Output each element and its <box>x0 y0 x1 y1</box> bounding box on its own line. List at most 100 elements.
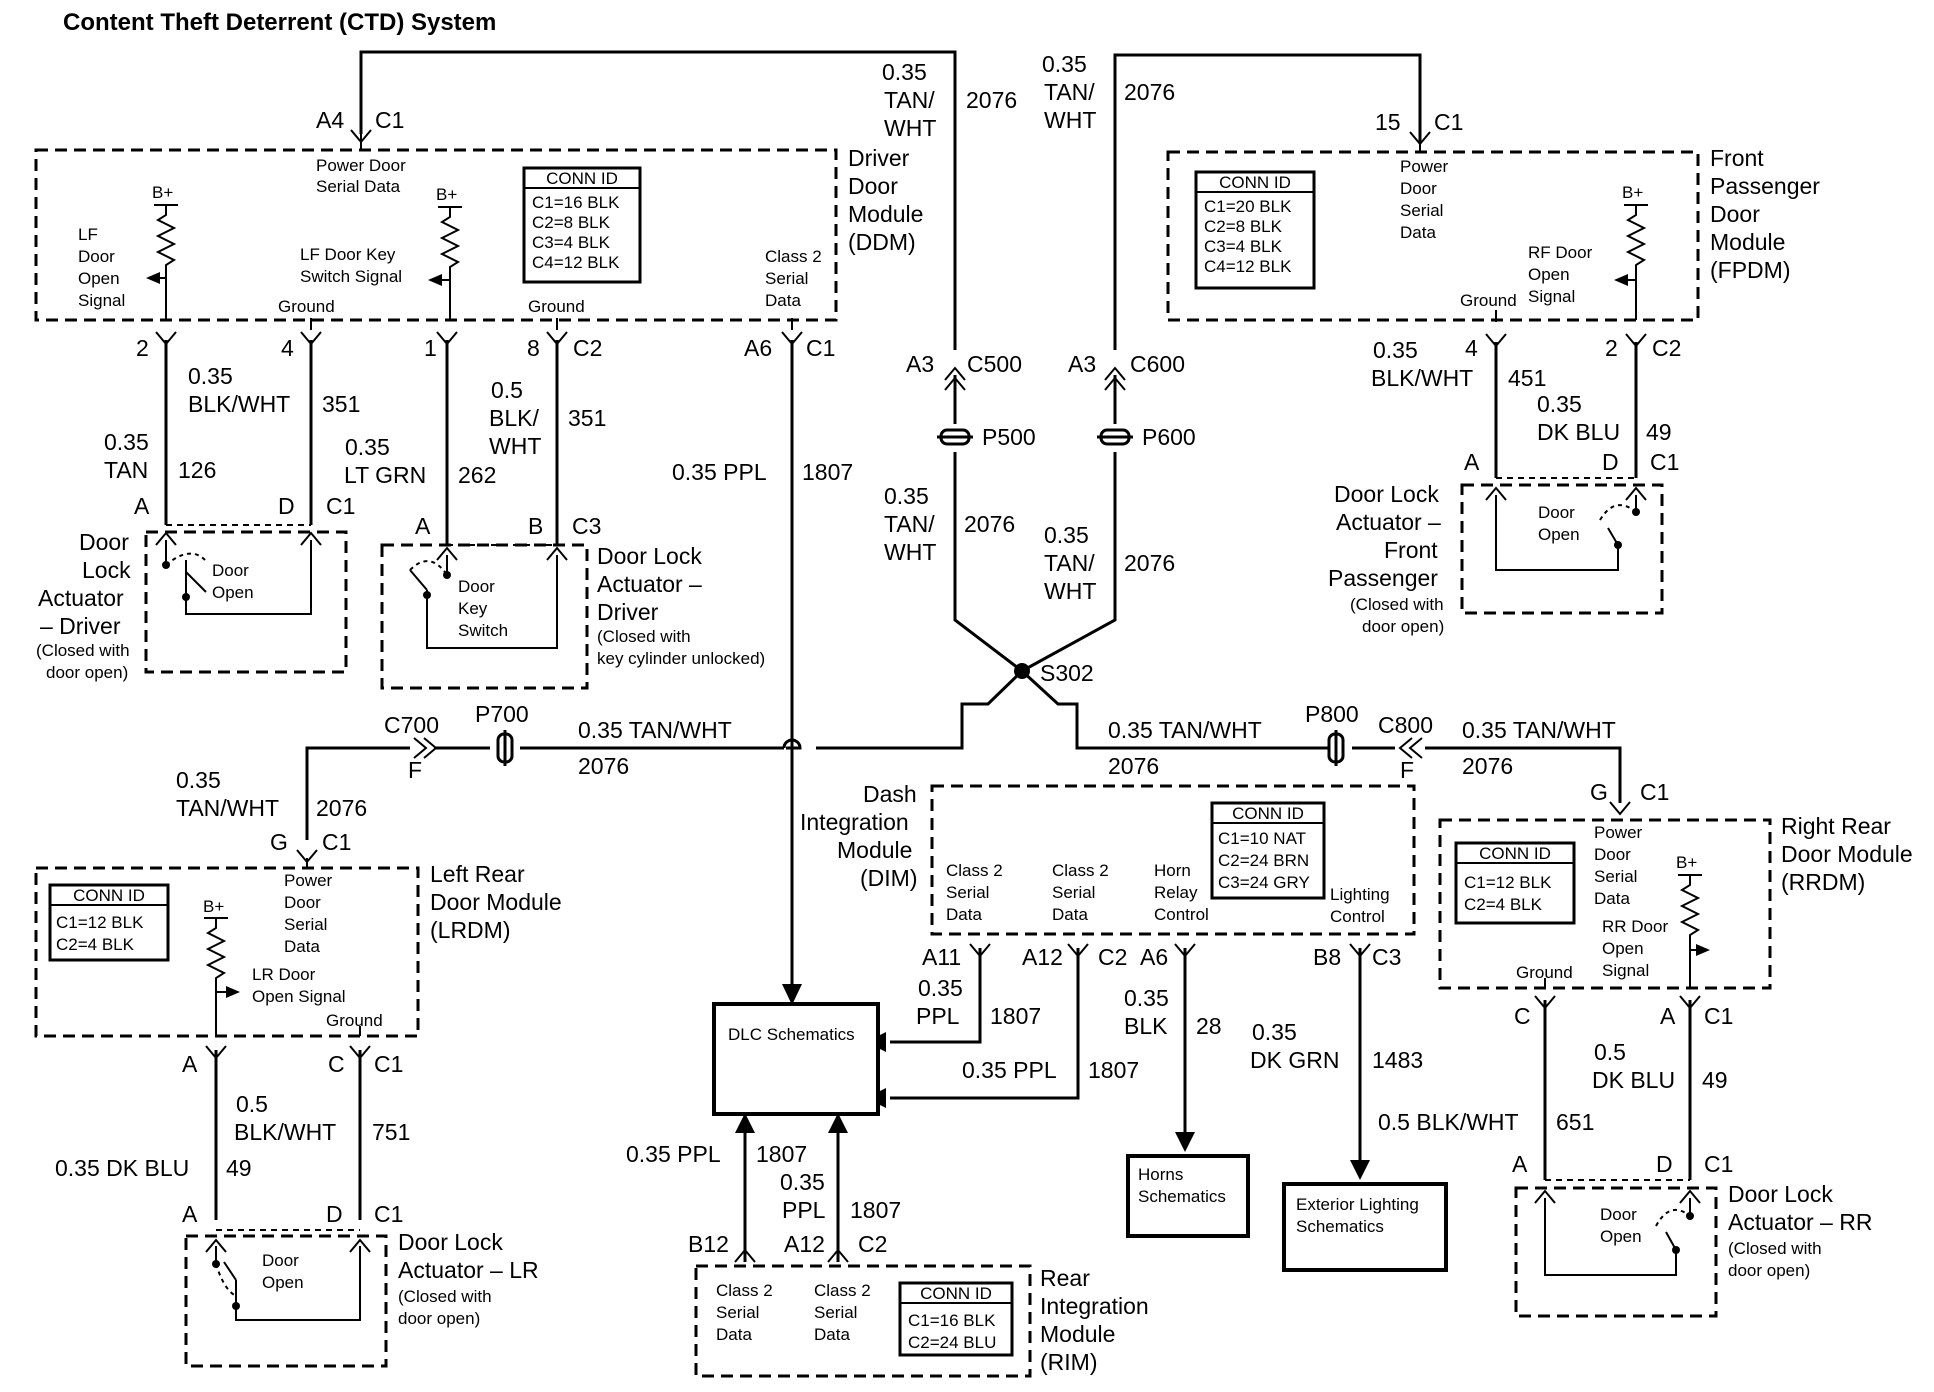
n126: 126 <box>178 457 216 483</box>
w126-1: 0.35 <box>104 429 149 455</box>
rrdm-psd-1: Power <box>1594 823 1643 842</box>
w2076-mid-r-1: 0.35 <box>1044 522 1089 548</box>
act-driver-name-1: Door <box>79 529 129 555</box>
act-driver-note-2: door open) <box>46 663 128 682</box>
n1483: 1483 <box>1372 1047 1423 1073</box>
rrdm-name-2: Door Module <box>1781 841 1913 867</box>
act-fp-contact-1 <box>1614 541 1622 549</box>
arrow-1483 <box>1350 1160 1370 1180</box>
ddm-class2-1: Class 2 <box>765 247 822 266</box>
pin-rrdm-a: A <box>1660 1003 1676 1029</box>
pin-a6: A6 <box>744 335 772 361</box>
splice-s302 <box>1014 663 1030 679</box>
lrdm-name-2: Door Module <box>430 889 562 915</box>
act-key-box <box>380 543 589 690</box>
lrdm-conn-id-2: C2=4 BLK <box>56 935 135 954</box>
act-key-arc <box>409 560 448 576</box>
module-rrdm: Right Rear Door Module (RRDM) CONN ID C1… <box>1378 813 1913 1135</box>
ddm-conn-id-4: C4=12 BLK <box>532 253 620 272</box>
dim-light-1: Lighting <box>1330 885 1390 904</box>
w126-2: TAN <box>104 457 148 483</box>
module-lrdm: Left Rear Door Module (LRDM) CONN ID C1=… <box>34 858 562 1181</box>
w351b-1: 0.5 <box>491 377 523 403</box>
ddm-key-1: LF Door Key <box>300 245 396 264</box>
n2076-rh1: 2076 <box>1108 753 1159 779</box>
c500-chevron <box>944 366 966 391</box>
act-lr-name-1: Door Lock <box>398 1229 503 1255</box>
p600-label: P600 <box>1142 424 1196 450</box>
dim-conn-id-title: CONN ID <box>1232 804 1304 823</box>
w262-2: LT GRN <box>344 462 426 488</box>
act-driver-pin-a: A <box>134 493 150 519</box>
act-key-contact-1 <box>423 591 431 599</box>
dim-box <box>930 784 1416 936</box>
n351a: 351 <box>322 391 360 417</box>
n1807a: 1807 <box>802 459 853 485</box>
act-fp-pin-c1: C1 <box>1650 449 1679 475</box>
act-key-sw-2: Key <box>458 599 488 618</box>
fpdm-psd-3: Serial <box>1400 201 1443 220</box>
act-key-note-1: (Closed with <box>597 627 691 646</box>
n2076-lr: 2076 <box>316 795 367 821</box>
pin-f-c800: F <box>1400 757 1414 783</box>
schematic-refs: DLC Schematics Horns Schematics Exterior… <box>712 1002 1448 1272</box>
lrdm-psd-4: Data <box>284 937 320 956</box>
act-rr-pin-c1: C1 <box>1704 1151 1733 1177</box>
dim-conn-id-1: C1=10 NAT <box>1218 829 1306 848</box>
w2076-lr-1: 0.35 <box>176 767 221 793</box>
ddm-bplus-2: B+ <box>436 185 457 204</box>
arrow-28 <box>1175 1132 1195 1152</box>
ddm-class2-2: Serial <box>765 269 808 288</box>
ddm-resistor-1 <box>155 205 177 320</box>
ddm-lf-1: LF <box>78 225 98 244</box>
rrdm-name-1: Right Rear <box>1781 813 1891 839</box>
w1807e-1: 0.35 <box>780 1169 825 1195</box>
pin-4: 4 <box>281 335 294 361</box>
pin-a3-c500: A3 <box>906 351 934 377</box>
act-key-chevrons <box>436 546 568 561</box>
w2076-mid-r-2: TAN/ <box>1044 550 1095 576</box>
w2076-top-r-2: TAN/ <box>1044 79 1095 105</box>
act-lr-box <box>184 1234 388 1368</box>
pin-b8: B8 <box>1313 944 1341 970</box>
act-lr-arc <box>215 1263 237 1297</box>
p700-label: P700 <box>475 701 529 727</box>
bus-labels: C700 F 0.35 TAN/WHT 2076 0.35 TAN/WHT 20… <box>176 712 1669 864</box>
pin-a12-dim: A12 <box>1022 944 1063 970</box>
w2076-top-l-2: TAN/ <box>884 87 935 113</box>
wire-2076-lrdm <box>305 746 410 840</box>
pin-c500: C500 <box>967 351 1022 377</box>
splice-label: S302 <box>1040 660 1094 686</box>
w651: 0.5 BLK/WHT <box>1378 1109 1519 1135</box>
ddm-conn-id-1: C1=16 BLK <box>532 193 620 212</box>
arrow-1807a <box>782 984 802 1005</box>
fpdm-name-5: (FPDM) <box>1710 257 1790 283</box>
w2076-top-r-3: WHT <box>1044 107 1096 133</box>
fpdm-pin-chevrons <box>1409 131 1647 348</box>
fpdm-gnd: Ground <box>1460 291 1517 310</box>
actuator-fp: A D C1 Door Open Door Lock Actuator – Fr… <box>1328 449 1679 636</box>
wire-p500-s302 <box>953 452 1023 673</box>
lrdm-gnd: Ground <box>326 1011 383 1030</box>
dim-name-1: Dash <box>863 781 917 807</box>
act-fp-contact-2 <box>1632 508 1640 516</box>
act-rr-sw-1: Door <box>1600 1205 1637 1224</box>
act-fp-sw-2: Open <box>1538 525 1580 544</box>
wire-2076-top-left <box>359 50 957 350</box>
w1807d: 0.35 PPL <box>626 1141 721 1167</box>
fpdm-conn-id-2: C2=8 BLK <box>1204 217 1283 236</box>
pin-g-lrdm: G <box>270 829 288 855</box>
pin-8: 8 <box>527 335 540 361</box>
act-fp-name-2: Actuator – <box>1336 509 1441 535</box>
w2076-top-l-3: WHT <box>884 115 936 141</box>
arrow-1807e <box>828 1113 848 1133</box>
ext-box <box>1282 1182 1448 1272</box>
dim-c2b-3: Data <box>1052 905 1088 924</box>
dim-pin-chevrons <box>969 943 1371 958</box>
dim-name-3: Module <box>837 837 912 863</box>
act-rr-wiring <box>1544 1198 1691 1276</box>
n49a: 49 <box>1646 419 1672 445</box>
act-rr-note-2: door open) <box>1728 1261 1810 1280</box>
w351a-1: 0.35 <box>188 363 233 389</box>
w1807c: 0.35 PPL <box>962 1057 1057 1083</box>
